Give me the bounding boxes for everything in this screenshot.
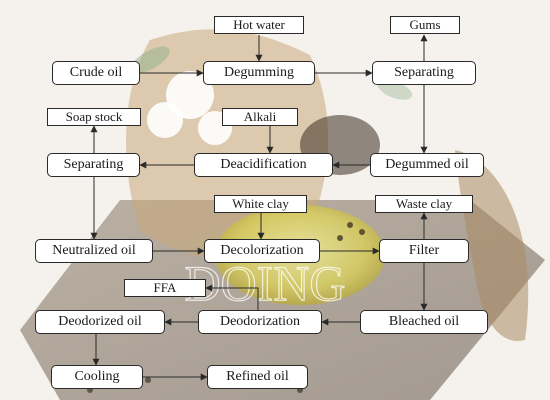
node-neutralized-oil: Neutralized oil	[35, 239, 153, 263]
node-alkali: Alkali	[222, 108, 298, 126]
leaf	[377, 80, 413, 100]
cotton-boll	[147, 102, 183, 138]
node-ffa: FFA	[124, 279, 206, 297]
seed	[359, 229, 365, 235]
node-soap-stock: Soap stock	[47, 108, 141, 126]
node-deacidification: Deacidification	[194, 153, 333, 177]
cotton-pod	[455, 150, 529, 341]
node-refined-oil: Refined oil	[207, 365, 308, 389]
node-degumming: Degumming	[203, 61, 315, 85]
node-white-clay: White clay	[214, 195, 307, 213]
node-gums: Gums	[390, 16, 460, 34]
arrow-deodor-to-ffa	[205, 284, 259, 310]
node-separating-top: Separating	[372, 61, 476, 85]
node-cooling: Cooling	[51, 365, 143, 389]
node-crude-oil: Crude oil	[52, 61, 140, 85]
node-hot-water: Hot water	[214, 16, 304, 34]
node-waste-clay: Waste clay	[375, 195, 473, 213]
node-bleached-oil: Bleached oil	[360, 310, 488, 334]
leaf	[130, 46, 170, 74]
seed	[337, 235, 343, 241]
seed	[145, 377, 151, 383]
node-deodorization: Deodorization	[198, 310, 322, 334]
node-decolorization: Decolorization	[204, 239, 320, 263]
seed	[347, 222, 353, 228]
node-filter: Filter	[379, 239, 469, 263]
node-degummed-oil: Degummed oil	[370, 153, 484, 177]
watermark-logo: DOING	[184, 255, 345, 311]
cotton-boll	[166, 71, 214, 119]
node-separating-mid: Separating	[47, 153, 140, 177]
node-deodorized-oil: Deodorized oil	[35, 310, 165, 334]
